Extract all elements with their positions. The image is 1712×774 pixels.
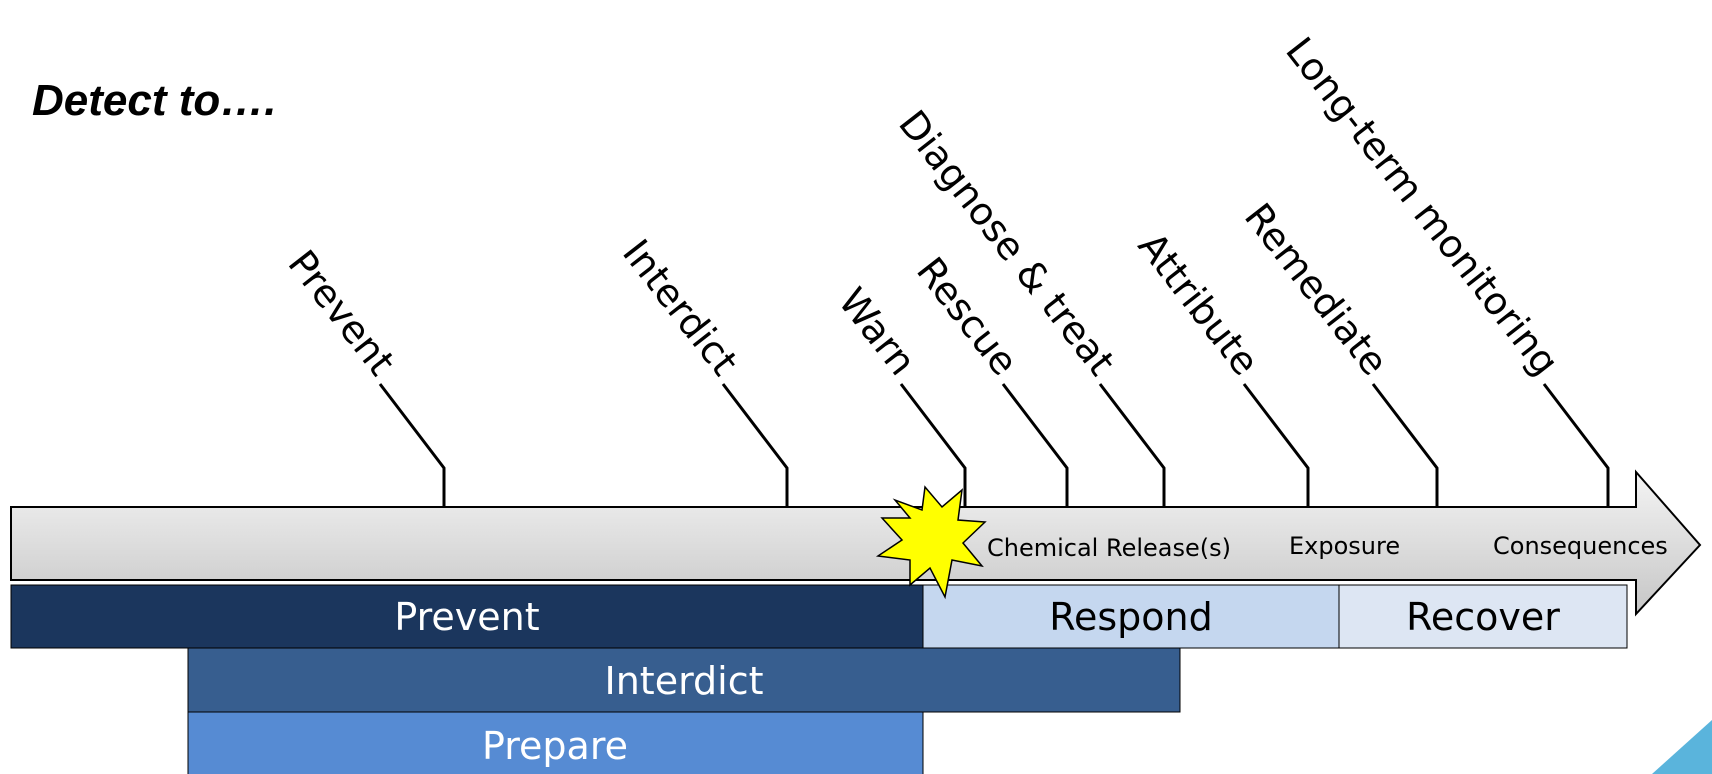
phase-bar-respond: Respond: [922, 584, 1340, 649]
heading: Detect to….: [32, 76, 277, 125]
phase-bar-prepare: Prepare: [187, 711, 924, 774]
milestone-leader-diagnose: [1098, 383, 1166, 507]
milestone-label-prevent: Prevent: [279, 242, 403, 384]
milestone-leader-rescue: [1001, 383, 1069, 507]
phase-bar-recover: Recover: [1338, 584, 1628, 649]
explosion-burst-icon: [875, 485, 987, 600]
phase-label-prepare: Prepare: [482, 724, 628, 768]
milestone-leader-interdict: [721, 383, 789, 507]
timeline-label-exposure: Exposure: [1289, 532, 1400, 560]
milestone-leader-warn: [899, 383, 967, 507]
phase-label-respond: Respond: [1049, 595, 1212, 639]
timeline-arrow: [10, 469, 1702, 617]
milestone-leader-attribute: [1242, 383, 1310, 507]
timeline-label-chemical-release: Chemical Release(s): [987, 534, 1231, 562]
phase-label-prevent: Prevent: [394, 595, 539, 639]
phase-bar-prevent: Prevent: [10, 584, 924, 649]
corner-accent: [1652, 720, 1712, 774]
milestone-label-warn: Warn: [830, 280, 925, 384]
milestone-leader-monitoring: [1542, 383, 1610, 507]
phase-label-recover: Recover: [1406, 595, 1560, 639]
milestone-label-interdict: Interdict: [614, 231, 747, 383]
phase-label-interdict: Interdict: [605, 659, 764, 703]
milestone-label-attribute: Attribute: [1130, 224, 1268, 383]
milestone-leader-remediate: [1371, 383, 1439, 507]
milestone-leader-prevent: [378, 383, 446, 507]
timeline-label-consequences: Consequences: [1493, 532, 1668, 560]
phase-bar-interdict: Interdict: [187, 647, 1181, 713]
